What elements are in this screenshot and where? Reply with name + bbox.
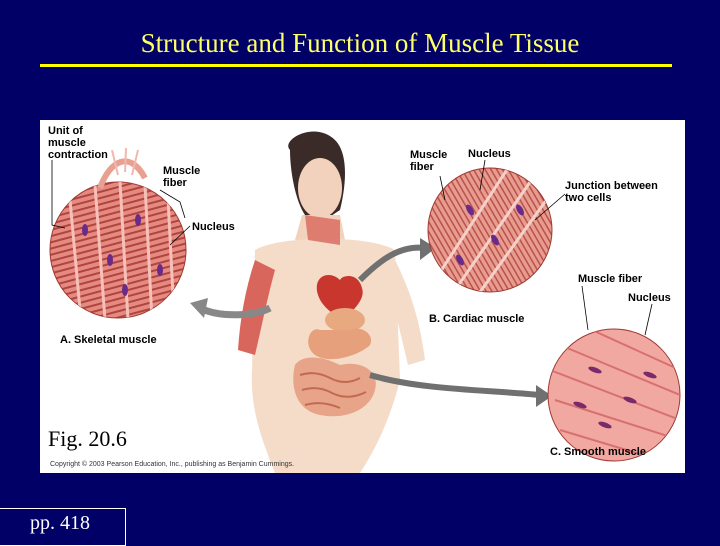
label-skeletal-fiber-line1: Muscle [163,165,200,177]
label-skeletal-fiber-line2: fiber [163,177,188,189]
label-junction-line2: two cells [565,192,611,204]
copyright-notice: Copyright © 2003 Pearson Education, Inc.… [50,461,294,468]
label-smooth-fiber: Muscle fiber [578,273,643,285]
figure-caption: Fig. 20.6 [48,426,127,452]
label-smooth-nucleus: Nucleus [628,292,671,304]
label-skeletal-muscle: A. Skeletal muscle [60,334,157,346]
label-smooth-muscle: C. Smooth muscle [550,446,646,458]
page-reference: pp. 418 [30,512,90,535]
label-unit-line2: muscle [48,137,86,149]
label-junction-line1: Junction between [565,180,658,192]
label-cardiac-fiber-line2: fiber [410,161,435,173]
label-cardiac-fiber-line1: Muscle [410,149,447,161]
figure-illustration: Unit of muscle contraction Muscle fiber … [40,120,685,473]
slide-title: Structure and Function of Muscle Tissue [0,28,720,59]
label-skeletal-nucleus: Nucleus [192,221,235,233]
title-underline [40,64,672,67]
label-unit-line1: Unit of [48,125,83,137]
smooth-muscle-panel [548,286,680,461]
human-figure [238,131,425,473]
muscle-figure: Unit of muscle contraction Muscle fiber … [40,120,685,473]
label-unit-line3: contraction [48,149,108,161]
label-cardiac-muscle: B. Cardiac muscle [429,313,524,325]
label-cardiac-nucleus: Nucleus [468,148,511,160]
cardiac-muscle-panel [428,160,565,292]
